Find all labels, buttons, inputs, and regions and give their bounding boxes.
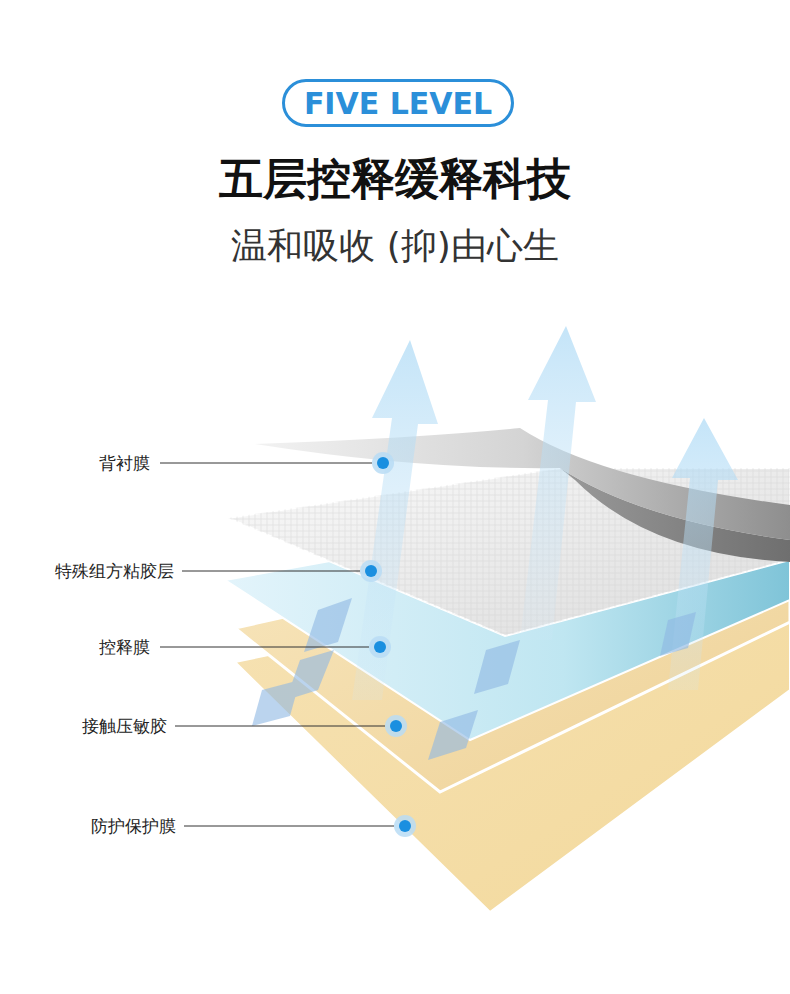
layer-label: 控释膜	[99, 636, 150, 659]
layer-label: 背衬膜	[99, 452, 150, 475]
layer-label: 防护保护膜	[91, 815, 176, 838]
main-title: 五层控释缓释科技	[219, 150, 571, 209]
layer-label: 特殊组方粘胶层	[55, 560, 174, 583]
badge-pill: FIVE LEVEL	[282, 79, 514, 127]
subtitle: 温和吸收 (抑)由心生	[231, 222, 559, 271]
badge-text: FIVE LEVEL	[304, 86, 492, 121]
layer-label: 接触压敏胶	[82, 715, 167, 738]
